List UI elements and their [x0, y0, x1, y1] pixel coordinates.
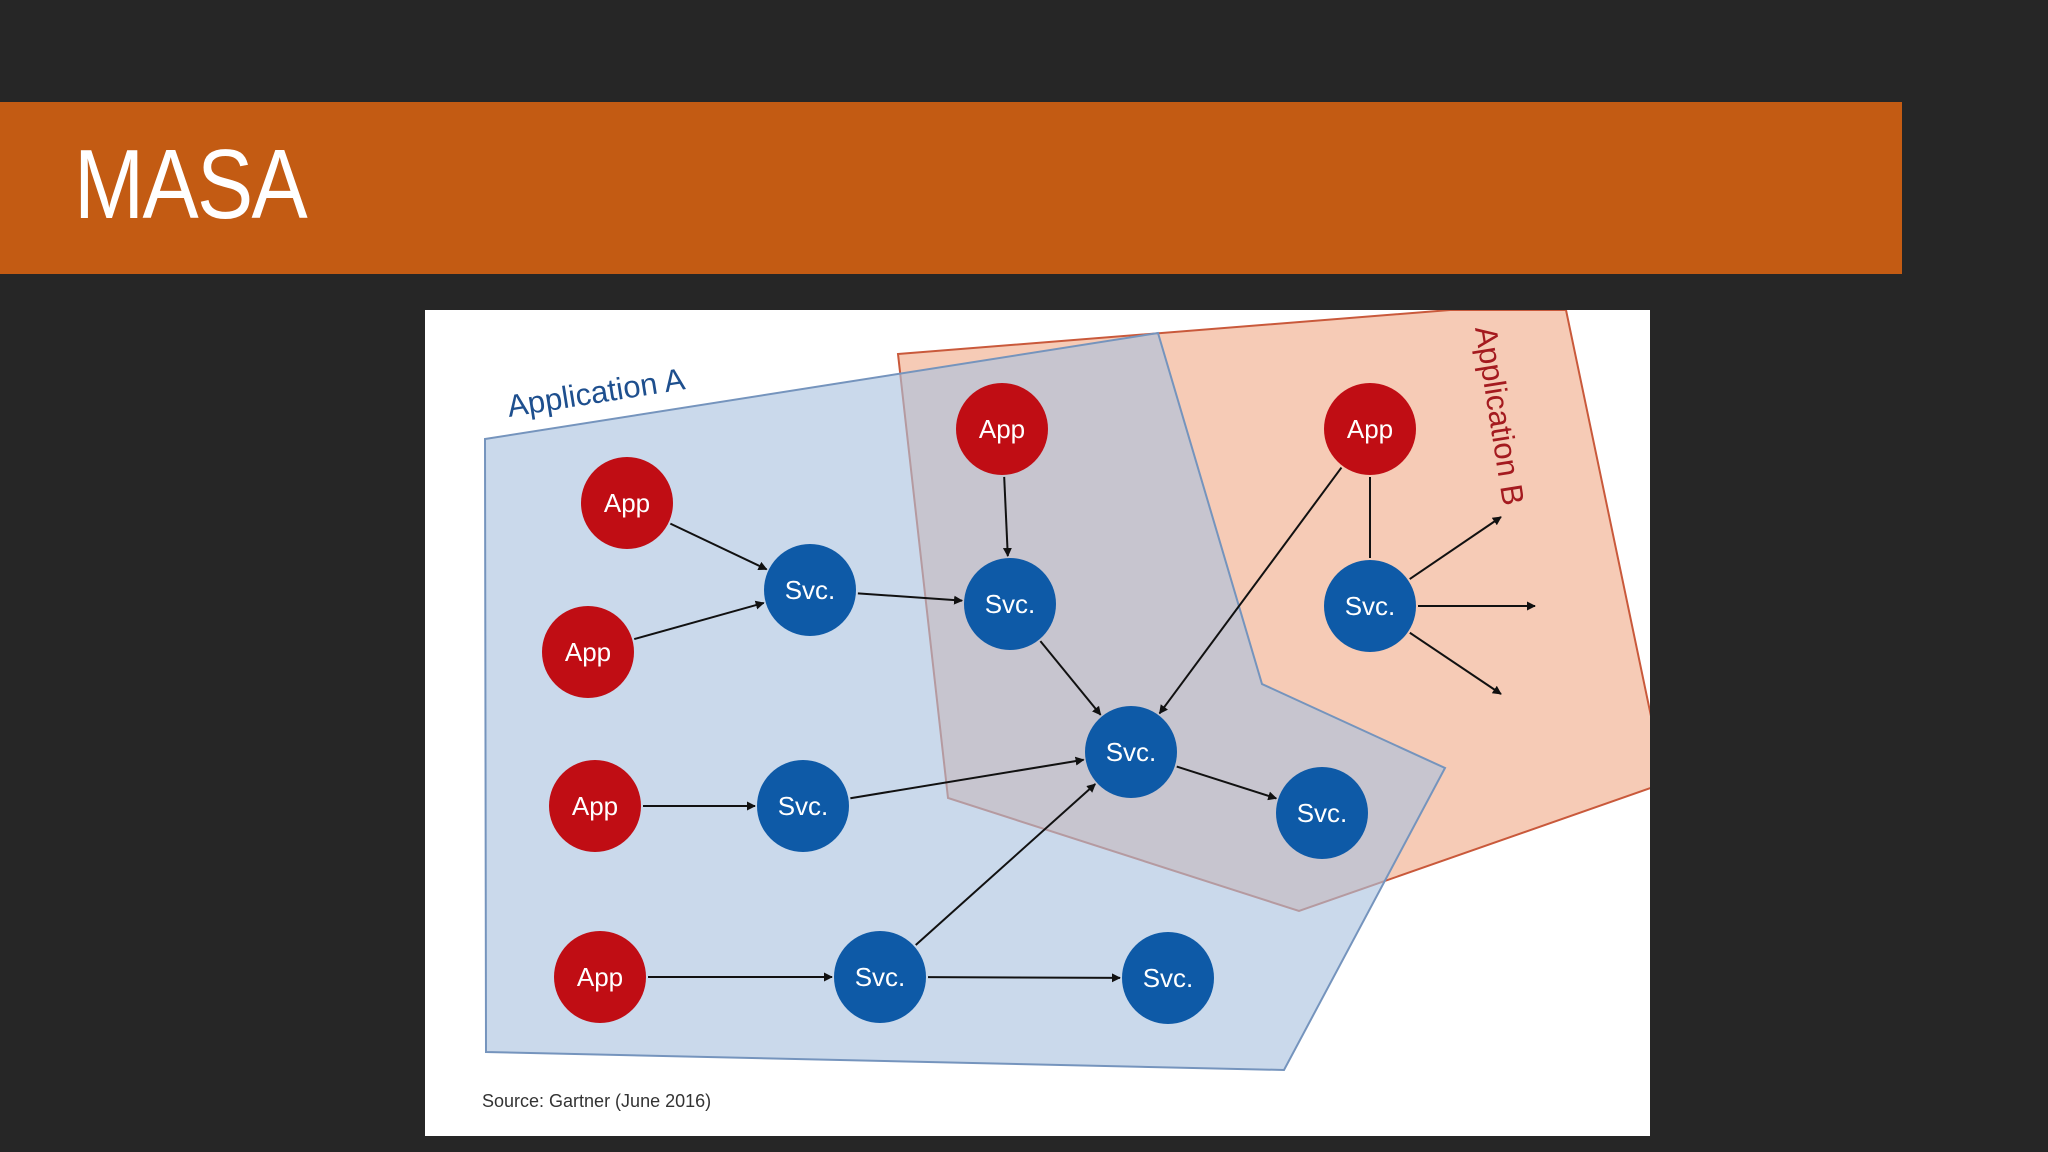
svc-node-label: Svc.: [1106, 737, 1157, 767]
svc-node-label: Svc.: [985, 589, 1036, 619]
edge-svc-row4-to-svc-row4-end: [927, 973, 1121, 983]
svc-node-circle: [964, 558, 1056, 650]
svc-node-label: Svc.: [1143, 963, 1194, 993]
node-svc-row3: Svc.: [757, 760, 849, 852]
edge-app-a1-to-svc-1: [669, 522, 768, 571]
slide-title: MASA: [74, 129, 308, 239]
edge-svc-row4-to-svc-center: [915, 783, 1096, 946]
node-app-a1: App: [581, 457, 673, 549]
node-app-a3: App: [549, 760, 641, 852]
svc-node-circle: [764, 544, 856, 636]
node-svc-b: Svc.: [1324, 560, 1416, 652]
svc-node-label: Svc.: [1345, 591, 1396, 621]
svc-node-circle: [1276, 767, 1368, 859]
node-app-a2: App: [542, 606, 634, 698]
svc-node-circle: [757, 760, 849, 852]
svc-node-circle: [834, 931, 926, 1023]
edge-app-b-to-svc-center: [1158, 466, 1343, 715]
app-node-label: App: [577, 962, 623, 992]
app-node-label: App: [572, 791, 618, 821]
app-node-label: App: [1347, 414, 1393, 444]
node-svc-center: Svc.: [1085, 706, 1177, 798]
edge-svc-center-to-svc-right: [1176, 765, 1278, 801]
edge-svc-mid-top-to-svc-center: [1039, 640, 1102, 716]
masa-diagram: Application A Application B AppAppAppApp…: [482, 310, 1650, 1111]
app-node-label: App: [604, 488, 650, 518]
application-a-region: [483, 331, 1447, 1072]
svc-node-label: Svc.: [778, 791, 829, 821]
edge-svc-row3-to-svc-center: [850, 756, 1085, 800]
node-app-a4: App: [554, 931, 646, 1023]
edge-svc-b-external-3: [1409, 631, 1502, 695]
svc-node-circle: [1122, 932, 1214, 1024]
app-node-circle: [542, 606, 634, 698]
node-svc-mid-top: Svc.: [964, 558, 1056, 650]
app-node-label: App: [565, 637, 611, 667]
app-node-circle: [581, 457, 673, 549]
edge-app-mid-to-svc-mid-top: [1002, 476, 1012, 557]
node-svc-right: Svc.: [1276, 767, 1368, 859]
node-svc-row4: Svc.: [834, 931, 926, 1023]
node-app-b: App: [1324, 383, 1416, 475]
node-svc-row4-end: Svc.: [1122, 932, 1214, 1024]
svc-node-label: Svc.: [1297, 798, 1348, 828]
app-node-circle: [956, 383, 1048, 475]
svc-node-label: Svc.: [785, 575, 836, 605]
edge-app-a2-to-svc-1: [633, 600, 765, 641]
svc-node-circle: [1085, 706, 1177, 798]
svc-node-label: Svc.: [855, 962, 906, 992]
app-node-circle: [549, 760, 641, 852]
node-svc-1: Svc.: [764, 544, 856, 636]
node-app-mid: App: [956, 383, 1048, 475]
svc-node-circle: [1324, 560, 1416, 652]
source-note: Source: Gartner (June 2016): [482, 1091, 711, 1111]
edge-svc-1-to-svc-mid-top: [857, 592, 964, 605]
app-node-circle: [554, 931, 646, 1023]
title-bar: [0, 102, 1902, 274]
edges-layer: [633, 466, 1536, 983]
edge-svc-b-external-1: [1409, 516, 1502, 580]
app-node-circle: [1324, 383, 1416, 475]
app-node-label: App: [979, 414, 1025, 444]
